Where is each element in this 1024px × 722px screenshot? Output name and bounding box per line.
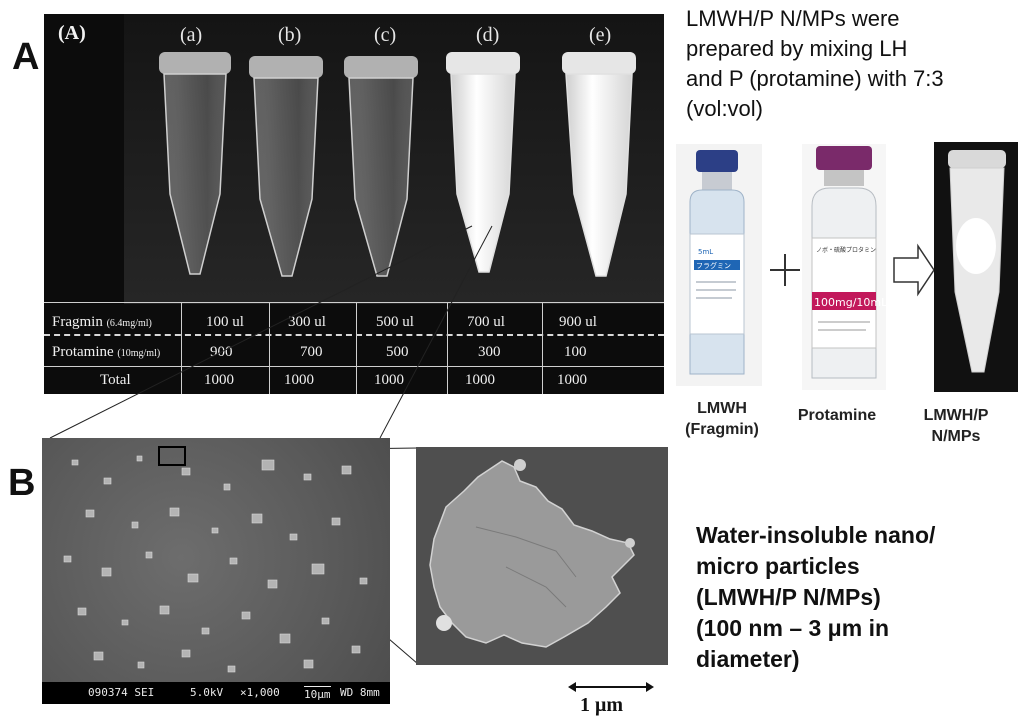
protamine-value-b: 700	[300, 344, 323, 360]
preparation-description: LMWH/P N/MPs were prepared by mixing LH …	[686, 6, 944, 121]
total-value-e: 1000	[557, 372, 587, 388]
total-value-d: 1000	[465, 372, 495, 388]
vials-illustration: 5mL フラグミン ノボ・硫酸プロタミン 100mg/10mL	[676, 142, 1018, 392]
table-row-total: Total 1000 1000 1000 1000 1000	[44, 368, 664, 394]
tube-label-d: (d)	[476, 24, 500, 46]
table-col-divider	[356, 302, 357, 394]
table-col-divider	[542, 302, 543, 394]
total-row-label: Total	[100, 372, 131, 388]
tube-label-c: (c)	[374, 24, 397, 46]
tube-a	[159, 52, 231, 275]
fragmin-value-b: 300 ul	[288, 314, 326, 330]
sem-working-distance: WD 8mm	[340, 686, 380, 699]
total-value-b: 1000	[284, 372, 314, 388]
scale-bar-label: 1 μm	[580, 694, 623, 716]
tube-label-e: (e)	[589, 24, 612, 46]
sem-magnification: ×1,000	[240, 686, 280, 699]
total-value-a: 1000	[204, 372, 234, 388]
fragmin-vial-label: フラグミン	[696, 261, 731, 270]
table-col-divider	[181, 302, 182, 394]
particle-closeup	[429, 459, 635, 648]
table-row-protamine: Protamine (10mg/ml) 900 700 500 300 100	[44, 340, 664, 368]
tube-e	[562, 52, 636, 277]
fragmin-value-c: 500 ul	[376, 314, 414, 330]
tube-label-a: (a)	[180, 24, 203, 46]
plus-icon	[770, 254, 800, 286]
sem-zoom-box	[158, 446, 186, 466]
protamine-value-d: 300	[478, 344, 501, 360]
protamine-vial: ノボ・硫酸プロタミン 100mg/10mL	[802, 144, 888, 390]
tube-c	[344, 56, 418, 277]
panel-letter-b: B	[8, 462, 36, 504]
fragmin-value-a: 100 ul	[206, 314, 244, 330]
tube-b	[249, 56, 323, 277]
total-value-c: 1000	[374, 372, 404, 388]
sem-particles	[63, 455, 368, 673]
table-dashed-rule	[44, 334, 664, 336]
fragmin-row-label: Fragmin (6.4mg/ml)	[52, 314, 152, 330]
tube-label-b: (b)	[278, 24, 302, 46]
caption-product: LMWH/P N/MPs	[923, 407, 989, 445]
table-col-divider	[447, 302, 448, 394]
protamine-vial-label: ノボ・硫酸プロタミン	[816, 246, 876, 254]
table-top-rule	[44, 302, 664, 303]
table-col-divider	[269, 302, 270, 394]
tubes-illustration	[159, 52, 636, 277]
arrow-right-icon	[893, 243, 935, 297]
caption-lmwh: LMWH (Fragmin)	[685, 400, 759, 438]
fragmin-vial-volume: 5mL	[698, 248, 713, 256]
protamine-row-label: Protamine (10mg/ml)	[52, 344, 161, 360]
protamine-value-c: 500	[386, 344, 409, 360]
caption-protamine: Protamine	[797, 407, 877, 424]
fragmin-value-d: 700 ul	[467, 314, 505, 330]
panel-letter-a: A	[12, 36, 40, 78]
fragmin-value-e: 900 ul	[559, 314, 597, 330]
sem-overview-image: 090374 SEI 5.0kV ×1,000 10μm WD 8mm	[42, 438, 390, 704]
sem-zoom-image	[416, 447, 668, 665]
product-tube-photo	[934, 142, 1018, 392]
tube-d	[446, 52, 520, 273]
table-row-fragmin: Fragmin (6.4mg/ml) 100 ul 300 ul 500 ul …	[44, 310, 664, 338]
sem-id: 090374 SEI	[88, 686, 155, 699]
protamine-vial-dose: 100mg/10mL	[814, 296, 888, 309]
sem-info-bar: 090374 SEI 5.0kV ×1,000 10μm WD 8mm	[42, 682, 390, 704]
sem-voltage: 5.0kV	[190, 686, 224, 699]
tube-photo: (A) (a) (b) (c) (d) (e)	[44, 14, 664, 394]
fragmin-vial: 5mL フラグミン	[676, 144, 762, 386]
particle-summary: Water-insoluble nano/ micro particles (L…	[696, 522, 936, 672]
protamine-value-e: 100	[564, 344, 587, 360]
table-mid-rule	[44, 366, 664, 367]
scale-bar	[568, 682, 654, 692]
photo-panel-label: (A)	[58, 22, 86, 44]
sem-scale: 10μm	[304, 686, 331, 701]
